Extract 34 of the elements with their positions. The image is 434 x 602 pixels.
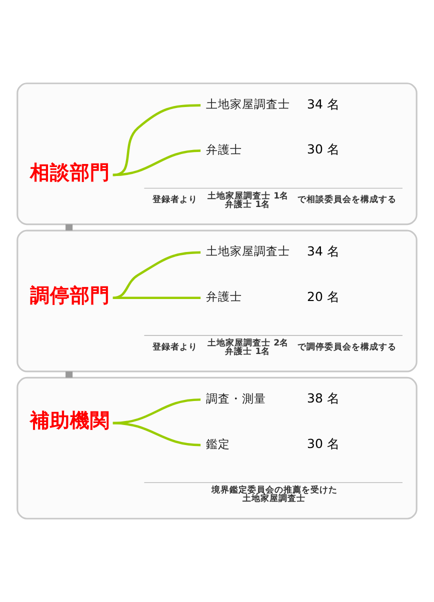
node-label: 34 名 [307, 96, 340, 112]
label: 土地家屋調査士 1名 [208, 191, 289, 202]
label: 弁護士 1名 [225, 347, 270, 358]
node-text: 鑑定 [206, 436, 230, 451]
connector [112, 296, 201, 300]
cluster [16, 376, 418, 520]
connector [112, 150, 201, 176]
node-label: 30 名 [307, 436, 340, 451]
cluster [16, 230, 418, 372]
label: 登録者より [152, 195, 198, 206]
node-label: 20 名 [307, 288, 340, 304]
connector [66, 224, 73, 231]
node-text: 相談部門 [30, 160, 110, 184]
connector [112, 251, 201, 300]
node-text: 調査・測量 [206, 391, 266, 406]
node-text: 弁護士 [206, 290, 242, 304]
node-text: 土地家屋調査士 [206, 97, 290, 112]
node-text: 補助機関 [30, 409, 110, 432]
label: で調停委員会を構成する [298, 342, 397, 352]
node-label: 30 名 [307, 142, 340, 157]
connector [112, 104, 201, 176]
label: 登録者より [152, 342, 198, 352]
node-text: 土地家屋調査士 [206, 244, 290, 258]
node-label: 38 名 [307, 390, 340, 406]
label: で相談委員会を構成する [298, 195, 397, 206]
label: 弁護士 1名 [225, 200, 270, 210]
node-label: 34 名 [307, 243, 340, 258]
label: 境界鑑定委員会の推薦を受けた土地家屋調査士 [212, 486, 338, 504]
connector [66, 371, 73, 378]
node-text: 弁護士 [206, 142, 242, 156]
label: 土地家屋調査士 2名 [208, 338, 289, 348]
node-text: 調停部門 [30, 284, 110, 307]
connector [112, 422, 201, 446]
cluster [16, 82, 418, 226]
